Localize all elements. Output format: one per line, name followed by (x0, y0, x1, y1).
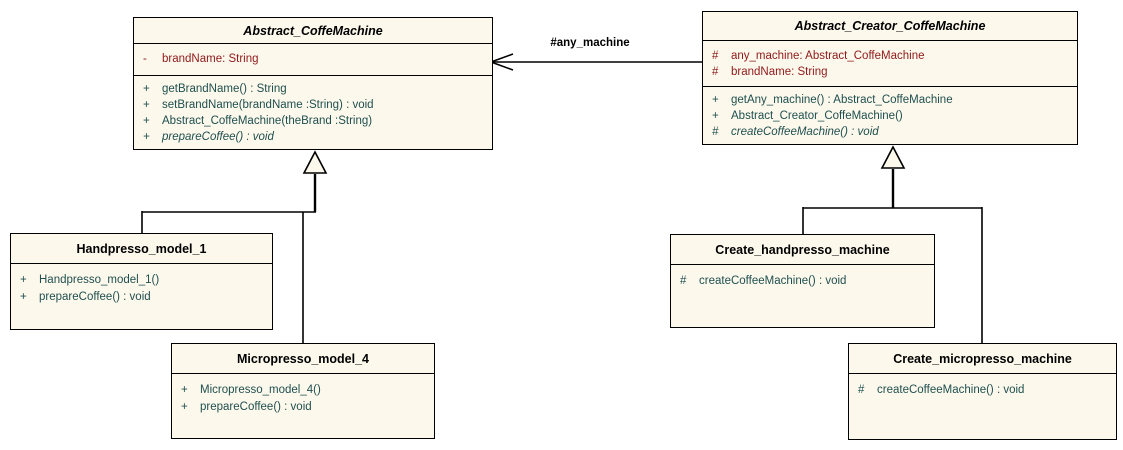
method-text: createCoffeeMachine() : void (877, 384, 1025, 396)
class-handpresso-model-1[interactable]: Handpresso_model_1 + Handpresso_model_1(… (10, 233, 273, 330)
method-row: + Abstract_CoffeMachine(theBrand :String… (134, 113, 492, 129)
method-text: createCoffeeMachine() : void (699, 275, 847, 287)
attribute-text: brandName: String (731, 66, 828, 78)
visibility-symbol: + (712, 110, 719, 122)
attribute-text: brandName: String (162, 53, 259, 65)
visibility-symbol: + (181, 401, 188, 413)
method-row: + Micropresso_model_4() (172, 382, 434, 399)
method-row: + getAny_machine() : Abstract_CoffeMachi… (703, 92, 1077, 108)
generalization-left (141, 150, 328, 343)
method-row: + setBrandName(brandName :String) : void (134, 97, 492, 113)
association-label: #any_machine (550, 37, 630, 49)
visibility-symbol: # (712, 126, 719, 138)
visibility-symbol: + (20, 274, 27, 286)
class-title: Abstract_Creator_CoffeMachine (703, 12, 1077, 41)
methods-compartment: + Micropresso_model_4() + prepareCoffee(… (172, 374, 434, 416)
method-text: prepareCoffee() : void (39, 291, 151, 303)
method-text: setBrandName(brandName :String) : void (162, 99, 374, 111)
methods-compartment: + getBrandName() : String + setBrandName… (134, 76, 492, 145)
class-micropresso-model-4[interactable]: Micropresso_model_4 + Micropresso_model_… (171, 343, 435, 439)
class-abstract-coffemachine[interactable]: Abstract_CoffeMachine - brandName: Strin… (133, 17, 493, 150)
method-row: + prepareCoffee() : void (172, 399, 434, 416)
visibility-symbol: # (858, 384, 865, 396)
visibility-symbol: + (143, 131, 150, 143)
attribute-row: # any_machine: Abstract_CoffeMachine (703, 48, 1077, 64)
class-title: Abstract_CoffeMachine (134, 18, 492, 44)
class-create-micropresso-machine[interactable]: Create_micropresso_machine # createCoffe… (848, 343, 1117, 440)
attribute-row: - brandName: String (134, 51, 492, 67)
method-text: Abstract_CoffeMachine(theBrand :String) (162, 115, 373, 127)
method-row: + Handpresso_model_1() (11, 272, 272, 289)
attributes-compartment: - brandName: String (134, 44, 492, 76)
methods-compartment: # createCoffeeMachine() : void (671, 265, 934, 290)
method-row-abstract: + prepareCoffee() : void (134, 129, 492, 145)
visibility-symbol: # (712, 66, 719, 78)
method-text: prepareCoffee() : void (200, 401, 312, 413)
methods-compartment: + Handpresso_model_1() + prepareCoffee()… (11, 264, 272, 306)
visibility-symbol: - (143, 53, 147, 65)
hollow-triangle-icon (880, 145, 906, 169)
method-row: + prepareCoffee() : void (11, 289, 272, 306)
visibility-symbol: + (181, 384, 188, 396)
method-text: prepareCoffee() : void (162, 131, 274, 143)
method-text: getAny_machine() : Abstract_CoffeMachine (731, 94, 953, 106)
method-row: + getBrandName() : String (134, 81, 492, 97)
class-abstract-creator-coffemachine[interactable]: Abstract_Creator_CoffeMachine # any_mach… (702, 11, 1078, 145)
class-title: Micropresso_model_4 (172, 344, 434, 374)
method-text: Handpresso_model_1() (39, 274, 160, 286)
visibility-symbol: # (680, 275, 687, 287)
visibility-symbol: + (20, 291, 27, 303)
visibility-symbol: + (712, 94, 719, 106)
method-text: createCoffeeMachine() : void (731, 126, 879, 138)
generalization-right (802, 145, 983, 343)
class-title: Create_handpresso_machine (671, 235, 934, 265)
class-create-handpresso-machine[interactable]: Create_handpresso_machine # createCoffee… (670, 234, 935, 328)
method-text: Abstract_Creator_CoffeMachine() (731, 110, 903, 122)
hollow-triangle-icon (302, 150, 328, 174)
visibility-symbol: + (143, 83, 150, 95)
method-text: getBrandName() : String (162, 83, 287, 95)
attribute-row: # brandName: String (703, 64, 1077, 80)
class-title: Handpresso_model_1 (11, 234, 272, 264)
class-title: Create_micropresso_machine (849, 344, 1116, 374)
methods-compartment: # createCoffeeMachine() : void (849, 374, 1116, 399)
method-row: # createCoffeeMachine() : void (849, 382, 1116, 399)
attribute-text: any_machine: Abstract_CoffeMachine (731, 50, 925, 62)
methods-compartment: + getAny_machine() : Abstract_CoffeMachi… (703, 87, 1077, 140)
method-row: # createCoffeeMachine() : void (671, 273, 934, 290)
visibility-symbol: + (143, 115, 150, 127)
visibility-symbol: # (712, 50, 719, 62)
method-row-abstract: # createCoffeeMachine() : void (703, 124, 1077, 140)
association-any-machine (488, 53, 702, 71)
method-text: Micropresso_model_4() (200, 384, 321, 396)
attributes-compartment: # any_machine: Abstract_CoffeMachine # b… (703, 41, 1077, 87)
method-row: + Abstract_Creator_CoffeMachine() (703, 108, 1077, 124)
visibility-symbol: + (143, 99, 150, 111)
